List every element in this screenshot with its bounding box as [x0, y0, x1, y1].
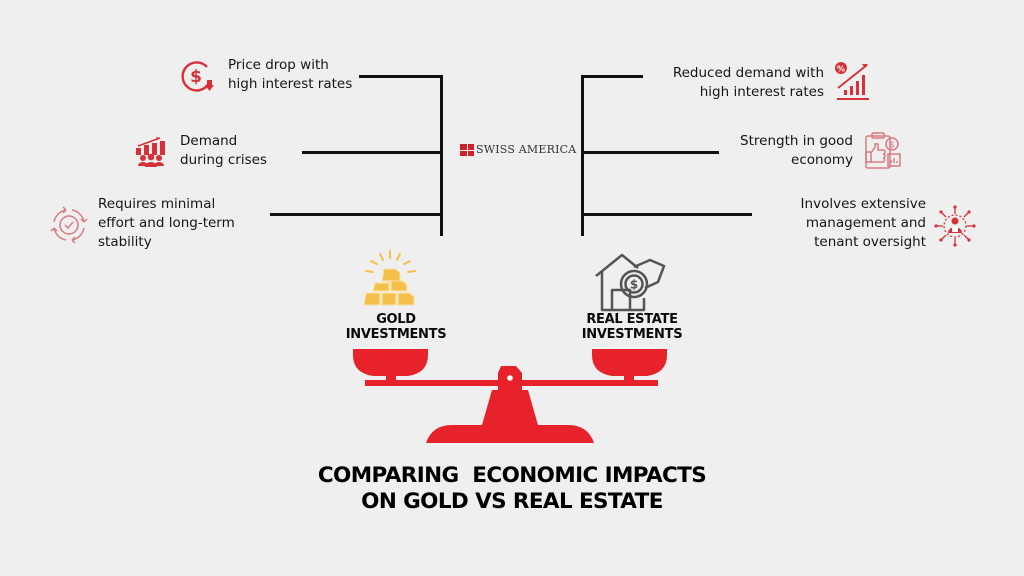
realestate-item-1-line1: Reduced demand with: [672, 65, 824, 81]
realestate-label-line1: REAL ESTATE: [586, 312, 678, 327]
realestate-item-2-line1: Strength in good: [740, 133, 853, 149]
svg-text:$: $: [889, 141, 895, 151]
gold-item-3-line1: Requires minimal: [98, 196, 216, 212]
thumbs-up-finance-icon: $: [865, 132, 901, 169]
real-estate-investments-label: REAL ESTATE INVESTMENTS: [572, 312, 692, 342]
gold-item-2: Demand during crises: [180, 132, 267, 170]
realestate-item-3-line3: tenant oversight: [814, 234, 926, 250]
svg-text:$: $: [190, 67, 202, 87]
svg-text:$: $: [630, 278, 638, 292]
realestate-item-2-line2: economy: [791, 152, 853, 168]
right-connector-2: [581, 151, 719, 154]
gold-label-line2: INVESTMENTS: [345, 327, 447, 342]
realestate-item-1: Reduced demand with high interest rates: [673, 64, 824, 102]
gold-item-3: Requires minimal effort and long-term st…: [98, 195, 235, 252]
gold-item-2-line2: during crises: [180, 152, 267, 168]
percent-growth-chart-icon: %: [835, 62, 869, 100]
realestate-item-3-line1: Involves extensive: [800, 196, 926, 212]
realestate-item-1-line2: high interest rates: [699, 84, 824, 100]
gold-item-1: Price drop with high interest rates: [228, 56, 352, 94]
crowd-demand-chart-icon: [136, 137, 165, 167]
title-line1: COMPARING ECONOMIC IMPACTS: [317, 463, 707, 488]
right-connector-1: [581, 75, 643, 78]
gold-item-3-line3: stability: [98, 234, 152, 250]
right-connector-3: [581, 213, 752, 216]
right-connector-vertical: [581, 75, 584, 236]
svg-text:%: %: [837, 65, 845, 74]
title-line2: ON GOLD VS REAL ESTATE: [361, 489, 663, 514]
gold-investments-label: GOLD INVESTMENTS: [335, 312, 457, 342]
logo-mark-icon: [460, 143, 474, 156]
swiss-america-logo: SWISS AMERICA: [460, 143, 576, 156]
logo-text: SWISS AMERICA: [476, 143, 577, 156]
cycle-check-icon: [50, 206, 88, 244]
gold-item-3-line2: effort and long-term: [98, 215, 235, 231]
gold-item-2-line1: Demand: [180, 133, 238, 149]
gold-label-line1: GOLD: [376, 312, 416, 327]
dollar-down-icon: $: [181, 61, 214, 92]
page-title: COMPARING ECONOMIC IMPACTS ON GOLD VS RE…: [0, 463, 1024, 515]
balance-scale-icon: [353, 349, 667, 443]
gold-bars-icon: [363, 250, 416, 306]
tenant-management-network-icon: [934, 205, 976, 247]
realestate-item-3-line2: management and: [805, 215, 926, 231]
left-connector-3: [270, 213, 443, 216]
left-connector-2: [302, 151, 443, 154]
gold-item-1-line1: Price drop with: [228, 57, 329, 73]
realestate-item-2: Strength in good economy: [740, 132, 853, 170]
house-hand-coin-icon: $: [595, 253, 666, 312]
realestate-item-3: Involves extensive management and tenant…: [801, 195, 926, 252]
left-connector-1: [359, 75, 443, 78]
gold-item-1-line2: high interest rates: [228, 76, 353, 92]
left-connector-vertical: [440, 75, 443, 236]
realestate-label-line2: INVESTMENTS: [581, 327, 683, 342]
